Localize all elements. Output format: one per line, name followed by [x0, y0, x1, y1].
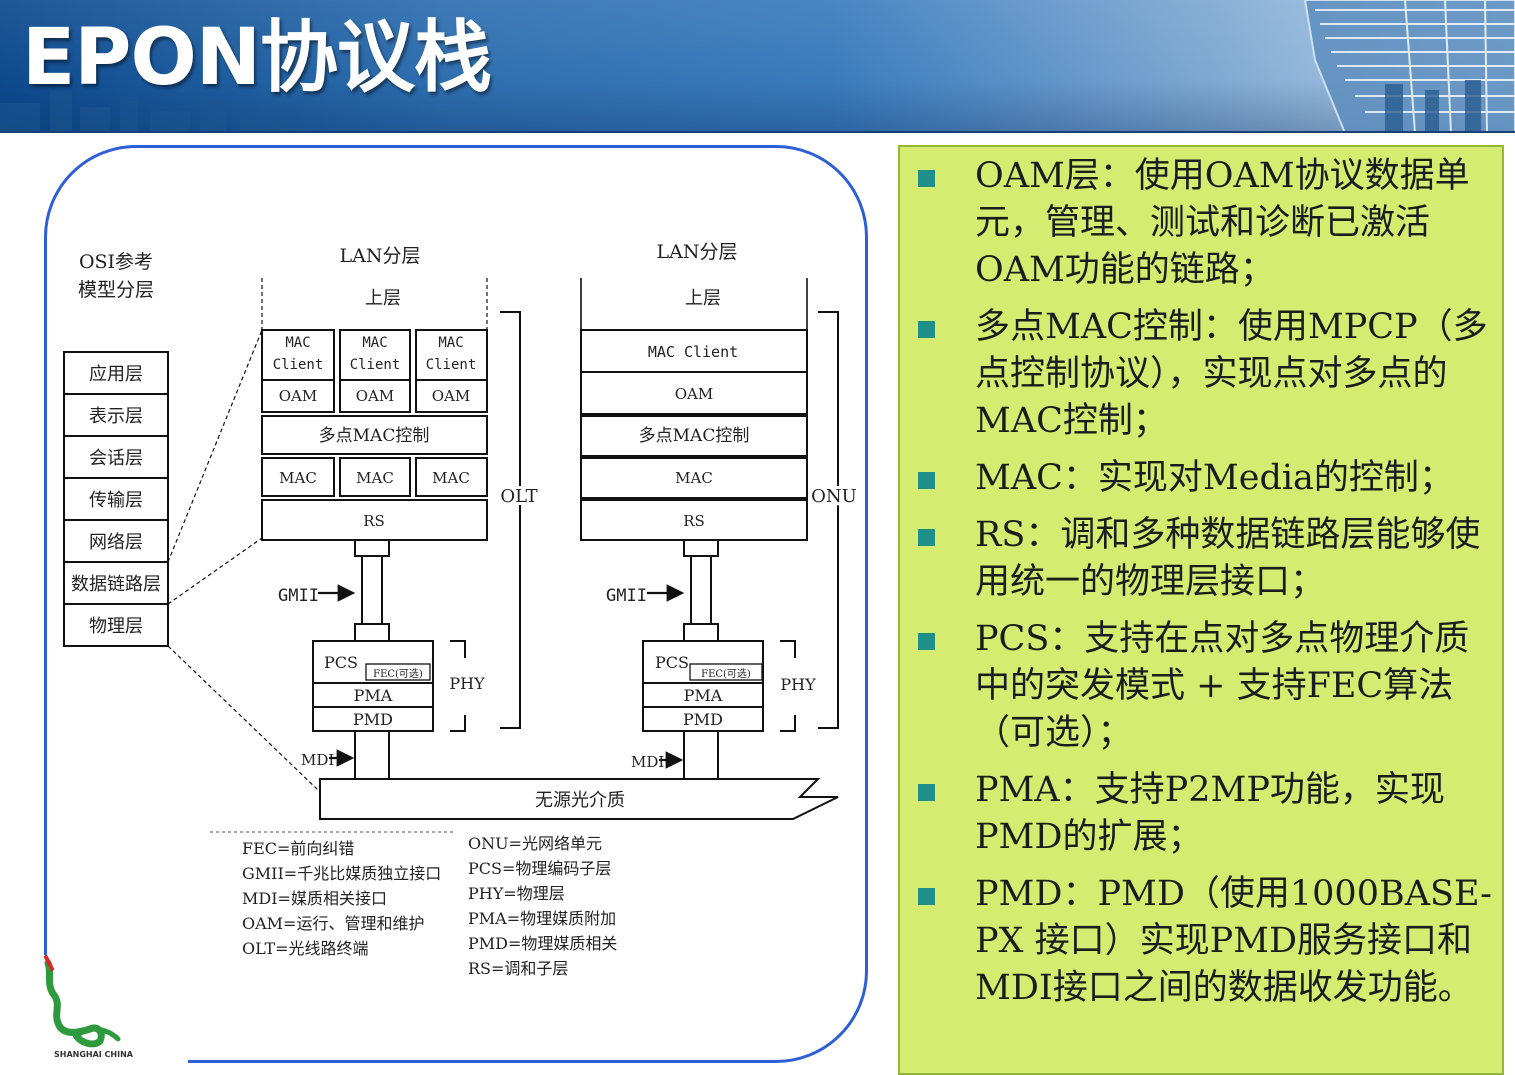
square-bullet-icon: [918, 888, 935, 905]
legend-item: PHY=物理层: [468, 884, 565, 903]
osi-layer-network: 网络层: [89, 532, 143, 553]
olt-mac-client-2-l2: Client: [350, 357, 401, 373]
bullet-mac: MAC：实现对Media的控制；: [900, 455, 1502, 502]
square-bullet-icon: [918, 784, 935, 801]
onu-rs: RS: [683, 512, 705, 530]
olt-mac-client-3-l2: Client: [426, 357, 477, 373]
onu-bracket: [818, 312, 838, 728]
olt-side-label: OLT: [500, 486, 537, 507]
olt-bracket: [500, 312, 520, 728]
osi-heading-line2: 模型分层: [78, 279, 154, 301]
bullet-text: 多点MAC控制：使用MPCP（多点控制协议），实现点对多点的MAC控制；: [975, 307, 1488, 441]
olt-mdi-label: MDI: [301, 751, 334, 769]
olt-lan-label: LAN分层: [340, 245, 421, 267]
bullet-mpcp: 多点MAC控制：使用MPCP（多点控制协议），实现点对多点的MAC控制；: [900, 304, 1502, 445]
osi-layer-physical: 物理层: [89, 616, 143, 637]
osi-heading-line1: OSI参考: [79, 251, 153, 273]
olt-mac-client-3-l1: MAC: [438, 335, 463, 351]
legend-item: ONU=光网络单元: [468, 834, 602, 853]
bullet-text: PMA：支持P2MP功能，实现PMD的扩展；: [975, 770, 1445, 857]
bullet-text: MAC：实现对Media的控制；: [975, 458, 1454, 498]
square-bullet-icon: [918, 633, 935, 650]
square-bullet-icon: [918, 321, 935, 338]
onu-side-label: ONU: [811, 486, 857, 507]
legend-item: GMII=千兆比媒质独立接口: [242, 864, 441, 883]
olt-mac-client-2-l1: MAC: [362, 335, 387, 351]
onu-pcs: PCS: [655, 653, 689, 672]
onu-mac: MAC: [675, 469, 713, 487]
olt-pcs: PCS: [324, 653, 358, 672]
bullet-oam: OAM层：使用OAM协议数据单元，管理、测试和诊断已激活OAM功能的链路；: [900, 153, 1502, 294]
olt-oam-3: OAM: [432, 387, 471, 405]
legend-item: MDI=媒质相关接口: [242, 889, 387, 908]
legend-item: OAM=运行、管理和维护: [242, 914, 424, 933]
olt-fec: FEC(可选): [373, 667, 423, 680]
olt-oam-2: OAM: [356, 387, 395, 405]
osi-layer-transport: 传输层: [89, 490, 143, 511]
legend-item: OLT=光线路终端: [242, 939, 369, 958]
onu-upper-label: 上层: [685, 288, 721, 309]
olt-rs: RS: [363, 512, 385, 530]
expo-logo: SHANGHAI CHINA: [38, 955, 188, 1071]
legend-right: ONU=光网络单元 PCS=物理编码子层 PHY=物理层 PMA=物理媒质附加 …: [468, 834, 617, 978]
olt-mac-2: MAC: [356, 469, 394, 487]
legend-item: PCS=物理编码子层: [468, 859, 611, 878]
onu-mpcp: 多点MAC控制: [639, 426, 750, 446]
square-bullet-icon: [918, 170, 935, 187]
olt-mac-1: MAC: [279, 469, 317, 487]
olt-phy-label: PHY: [449, 674, 485, 693]
logo-text: SHANGHAI CHINA: [54, 1050, 134, 1059]
bullet-pcs: PCS：支持在点对多点物理介质中的突发模式 + 支持FEC算法（可选）；: [900, 616, 1502, 757]
bullet-text: PMD：PMD（使用1000BASE-PX 接口）实现PMD服务接口和MDI接口…: [975, 874, 1492, 1008]
onu-pmd: PMD: [683, 710, 723, 729]
onu-pma: PMA: [684, 686, 723, 705]
olt-oam-1: OAM: [279, 387, 318, 405]
olt-mac-3: MAC: [432, 469, 470, 487]
legend-left: FEC=前向纠错 GMII=千兆比媒质独立接口 MDI=媒质相关接口 OAM=运…: [242, 839, 441, 958]
olt-pmd: PMD: [353, 710, 393, 729]
onu-mdi-label: MDI: [631, 753, 664, 771]
legend-item: FEC=前向纠错: [242, 839, 354, 858]
onu-gmii-label: GMII: [606, 586, 647, 606]
bullet-text: PCS：支持在点对多点物理介质中的突发模式 + 支持FEC算法（可选）；: [975, 619, 1469, 753]
legend-item: RS=调和子层: [468, 959, 568, 978]
onu-phy-label: PHY: [780, 675, 816, 694]
olt-mac-client-1-l1: MAC: [285, 335, 310, 351]
olt-gmii-label: GMII: [278, 586, 319, 606]
osi-layer-session: 会话层: [89, 448, 143, 469]
description-panel: OAM层：使用OAM协议数据单元，管理、测试和诊断已激活OAM功能的链路； 多点…: [898, 145, 1504, 1075]
olt-mac-client-1-l2: Client: [273, 357, 324, 373]
bullet-pmd: PMD：PMD（使用1000BASE-PX 接口）实现PMD服务接口和MDI接口…: [900, 871, 1502, 1012]
bullet-text: RS：调和多种数据链路层能够使用统一的物理层接口；: [975, 515, 1480, 602]
osi-layer-presentation: 表示层: [89, 406, 143, 427]
building-graphic: [1185, 0, 1515, 133]
onu-fec: FEC(可选): [701, 667, 751, 680]
medium-label: 无源光介质: [535, 790, 625, 811]
onu-oam: OAM: [675, 385, 714, 403]
olt-pma: PMA: [354, 686, 393, 705]
bullet-rs: RS：调和多种数据链路层能够使用统一的物理层接口；: [900, 512, 1502, 606]
olt-upper-label: 上层: [365, 288, 401, 309]
square-bullet-icon: [918, 529, 935, 546]
osi-layer-datalink: 数据链路层: [71, 574, 161, 595]
olt-mpcp: 多点MAC控制: [319, 426, 430, 446]
onu-mac-client: MAC Client: [648, 343, 738, 361]
legend-item: PMD=物理媒质相关: [468, 934, 617, 953]
bullet-list: OAM层：使用OAM协议数据单元，管理、测试和诊断已激活OAM功能的链路； 多点…: [900, 153, 1502, 1022]
epon-stack-diagram: OSI参考 模型分层 应用层 表示层 会话层 传输层 网络层 数据链路层 物理层…: [0, 0, 890, 1071]
legend-item: PMA=物理媒质附加: [468, 909, 616, 928]
bullet-text: OAM层：使用OAM协议数据单元，管理、测试和诊断已激活OAM功能的链路；: [975, 156, 1470, 290]
square-bullet-icon: [918, 472, 935, 489]
onu-lan-label: LAN分层: [657, 241, 738, 263]
osi-layer-application: 应用层: [89, 364, 143, 385]
bullet-pma: PMA：支持P2MP功能，实现PMD的扩展；: [900, 767, 1502, 861]
